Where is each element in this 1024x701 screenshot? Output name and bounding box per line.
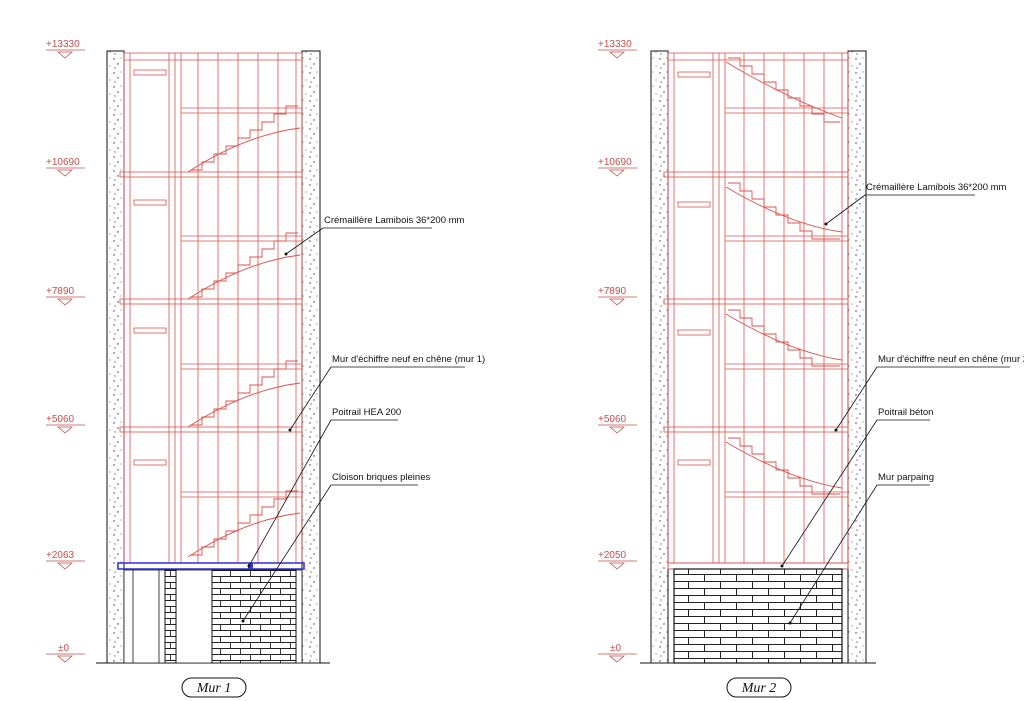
level-triangle-icon	[608, 298, 626, 306]
level-label: +10690	[46, 157, 80, 168]
annotation-cremaillere: Crémaillère Lamibois 36*200 mm	[824, 182, 1007, 226]
level-label: +5060	[46, 414, 75, 425]
level-label: +13330	[46, 39, 80, 50]
level-triangle-icon	[56, 426, 74, 434]
annotation-text: Mur d'échiffre neuf en chêne (mur 1)	[332, 354, 485, 365]
annotation-cremaillere: Crémaillère Lamibois 36*200 mm	[284, 215, 465, 256]
annotation-text: Mur parpaing	[878, 472, 934, 483]
concrete-wall-right	[847, 50, 867, 664]
level-triangle-icon	[608, 169, 626, 177]
leader-line	[781, 419, 878, 567]
level-label: +10690	[598, 157, 632, 168]
timber-stud-wall	[663, 52, 849, 564]
level-marker: +13330	[46, 39, 85, 59]
concrete-wall-right	[301, 50, 321, 664]
level-label: +7890	[598, 286, 627, 297]
brick-partition	[211, 569, 297, 664]
leader-line	[285, 227, 324, 255]
stair-stringers	[187, 105, 301, 558]
level-label: +5060	[598, 414, 627, 425]
title-bubble	[181, 677, 247, 698]
annotation-text: Cloison briques pleines	[332, 472, 430, 483]
level-triangle-icon	[608, 562, 626, 570]
level-marker: +5060	[46, 414, 85, 434]
level-triangle-icon	[56, 51, 74, 59]
annotation-text: Crémaillère Lamibois 36*200 mm	[324, 215, 465, 226]
level-marker: ±0	[46, 643, 85, 663]
stair-stringers	[725, 57, 843, 495]
level-label: +13330	[598, 39, 632, 50]
title-text: Mur 1	[196, 681, 232, 696]
level-triangle-icon	[56, 298, 74, 306]
concrete-lintel	[667, 562, 849, 570]
leader-line	[242, 484, 332, 622]
annotation-mur-echiffre: Mur d'échiffre neuf en chêne (mur 1)	[288, 354, 485, 432]
level-label: ±0	[58, 643, 69, 654]
annotation-text: Crémaillère Lamibois 36*200 mm	[866, 182, 1007, 193]
level-label: ±0	[610, 643, 621, 654]
level-marker: +2063	[46, 550, 85, 570]
title-bubble	[726, 677, 792, 698]
annotation-poitrail: Poitrail HEA 200	[247, 407, 401, 568]
level-marker: +10690	[46, 157, 85, 177]
level-triangle-icon	[56, 169, 74, 177]
leader-line	[248, 419, 332, 567]
annotation-base-wall: Mur parpaing	[788, 472, 934, 625]
level-marker: +13330	[598, 39, 637, 59]
leader-line	[825, 194, 866, 225]
level-triangle-icon	[608, 426, 626, 434]
level-label: +2063	[46, 550, 75, 561]
level-markers: +13330 +10690 +7890 +5060 +2050	[598, 39, 637, 663]
annotation-mur-echiffre: Mur d'échiffre neuf en chêne (mur 2)	[834, 354, 1024, 432]
level-triangle-icon	[608, 655, 626, 663]
annotation-text: Poitrail béton	[878, 407, 933, 418]
ground-floor-walls	[123, 569, 303, 664]
leader-line	[289, 366, 332, 431]
level-marker: +7890	[598, 286, 637, 306]
annotation-poitrail: Poitrail béton	[780, 407, 933, 568]
annotation-text: Mur d'échiffre neuf en chêne (mur 2)	[878, 354, 1024, 365]
level-triangle-icon	[608, 51, 626, 59]
level-marker: +2050	[598, 550, 637, 570]
level-triangle-icon	[56, 655, 74, 663]
timber-stud-wall	[119, 52, 303, 564]
drawing-mur-1: +13330 +10690 +7890 +5060 +2063	[46, 39, 485, 698]
brick-pier	[164, 569, 177, 664]
annotation-base-wall: Cloison briques pleines	[241, 472, 430, 623]
drawing-title: Mur 2	[726, 677, 792, 698]
drawing-mur-2: +13330 +10690 +7890 +5060 +2050	[598, 39, 1024, 698]
block-wall	[673, 568, 843, 664]
level-label: +7890	[46, 286, 75, 297]
level-triangle-icon	[56, 562, 74, 570]
level-marker: +7890	[46, 286, 85, 306]
steel-beam-hea200	[117, 562, 305, 570]
level-markers: +13330 +10690 +7890 +5060 +2063	[46, 39, 85, 663]
title-text: Mur 2	[741, 681, 777, 696]
level-marker: +10690	[598, 157, 637, 177]
level-marker: ±0	[598, 643, 637, 663]
leader-line	[835, 366, 878, 431]
annotation-text: Poitrail HEA 200	[332, 407, 401, 418]
leader-line	[789, 484, 878, 624]
drawing-title: Mur 1	[181, 677, 247, 698]
level-label: +2050	[598, 550, 627, 561]
level-marker: +5060	[598, 414, 637, 434]
concrete-wall-left	[106, 50, 125, 664]
concrete-wall-left	[650, 50, 669, 664]
